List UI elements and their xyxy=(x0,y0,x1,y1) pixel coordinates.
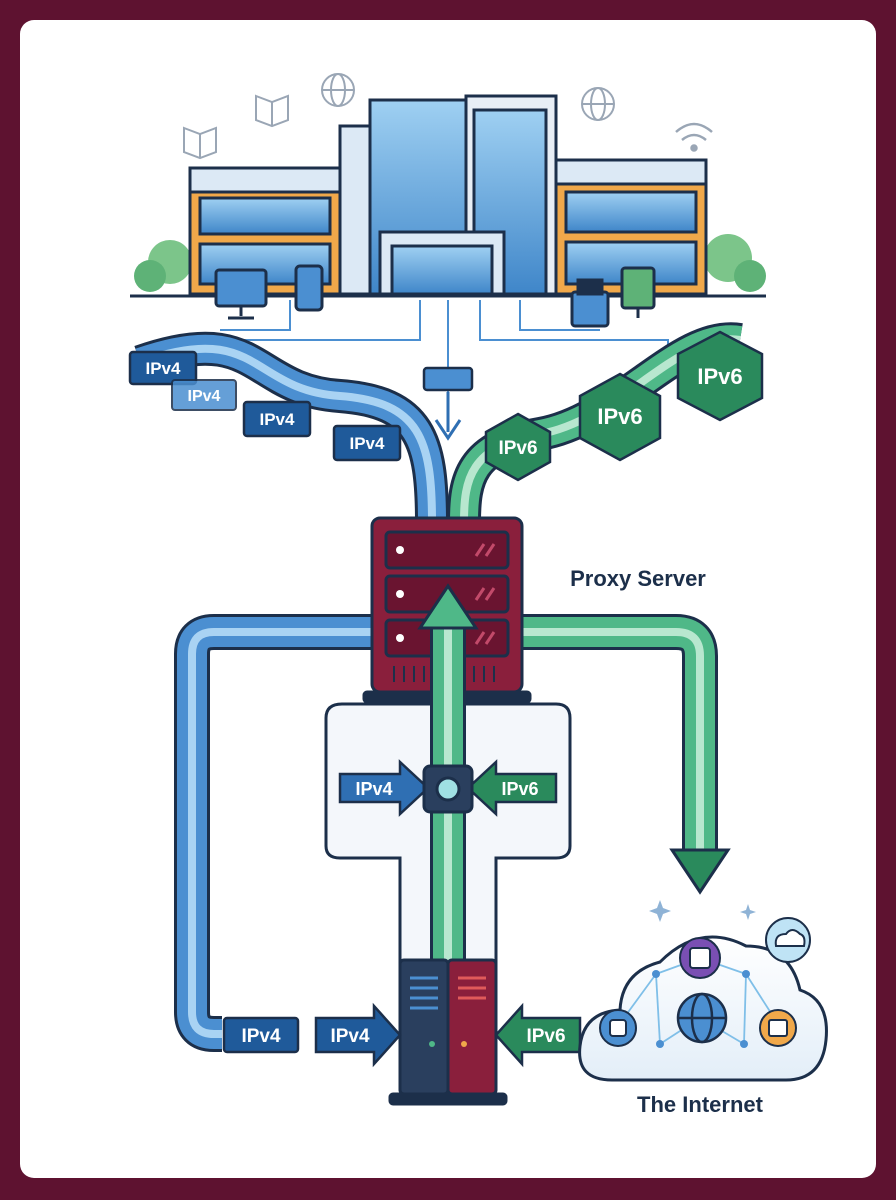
trees xyxy=(134,234,766,292)
diagram-card: IPv4 IPv4 IPv4 IPv4 IPv6 IPv6 IPv6 xyxy=(20,20,876,1178)
server-icon xyxy=(388,958,508,1106)
globe-icon xyxy=(321,73,355,107)
monitor-icon xyxy=(620,266,656,318)
book-icon xyxy=(183,126,217,160)
ipv4-packet: IPv4 xyxy=(171,379,237,411)
svg-text:IPv4: IPv4 xyxy=(355,779,392,799)
monitor-icon xyxy=(214,268,268,320)
database-icon xyxy=(679,937,721,979)
ipv6-input-arrow: IPv6 xyxy=(494,1002,582,1068)
svg-text:IPv6: IPv6 xyxy=(501,779,538,799)
svg-text:IPv6: IPv6 xyxy=(697,364,742,389)
sparkle-icon xyxy=(649,900,756,922)
proxy-server-label: Proxy Server xyxy=(570,566,706,591)
svg-text:IPv6: IPv6 xyxy=(498,438,537,459)
wifi-icon xyxy=(675,122,713,152)
book-icon xyxy=(759,1009,797,1047)
down-arrow xyxy=(669,848,731,895)
phone-icon xyxy=(294,264,324,312)
svg-text:IPv4: IPv4 xyxy=(260,410,296,429)
globe-icon xyxy=(676,992,728,1044)
printer-icon xyxy=(570,278,610,328)
ipv4-packet: IPv4 xyxy=(242,400,312,438)
translator-node xyxy=(422,764,474,814)
ipv4-packet: IPv4 xyxy=(332,424,402,462)
switch-icon xyxy=(422,366,474,392)
book-icon xyxy=(255,94,289,128)
ipv6-packet: IPv6 xyxy=(578,372,662,462)
svg-text:IPv6: IPv6 xyxy=(526,1026,565,1047)
svg-text:IPv4: IPv4 xyxy=(330,1026,370,1047)
internet-label: The Internet xyxy=(637,1092,764,1117)
internet-cloud xyxy=(578,935,828,1082)
network-diagram: IPv4 IPv4 IPv4 IPv4 IPv6 IPv6 IPv6 xyxy=(128,73,828,1117)
ipv6-packet: IPv6 xyxy=(676,330,764,422)
cloud-icon xyxy=(765,917,811,963)
globe-icon xyxy=(581,87,615,121)
svg-text:IPv6: IPv6 xyxy=(597,404,642,429)
svg-text:IPv4: IPv4 xyxy=(241,1026,281,1047)
campus-building xyxy=(130,94,766,298)
ipv4-packet: IPv4 xyxy=(222,1016,300,1054)
database-icon xyxy=(599,1009,637,1047)
ipv4-input-arrow: IPv4 xyxy=(338,759,430,817)
ipv4-packet: IPv4 xyxy=(128,350,198,386)
down-arrow xyxy=(434,392,462,441)
svg-text:IPv4: IPv4 xyxy=(188,388,221,405)
ipv6-input-arrow: IPv6 xyxy=(466,759,558,817)
svg-text:IPv4: IPv4 xyxy=(146,359,182,378)
up-arrow xyxy=(417,583,479,630)
ipv6-packet: IPv6 xyxy=(484,412,552,482)
svg-text:IPv4: IPv4 xyxy=(350,434,386,453)
ipv4-input-arrow: IPv4 xyxy=(314,1002,402,1068)
